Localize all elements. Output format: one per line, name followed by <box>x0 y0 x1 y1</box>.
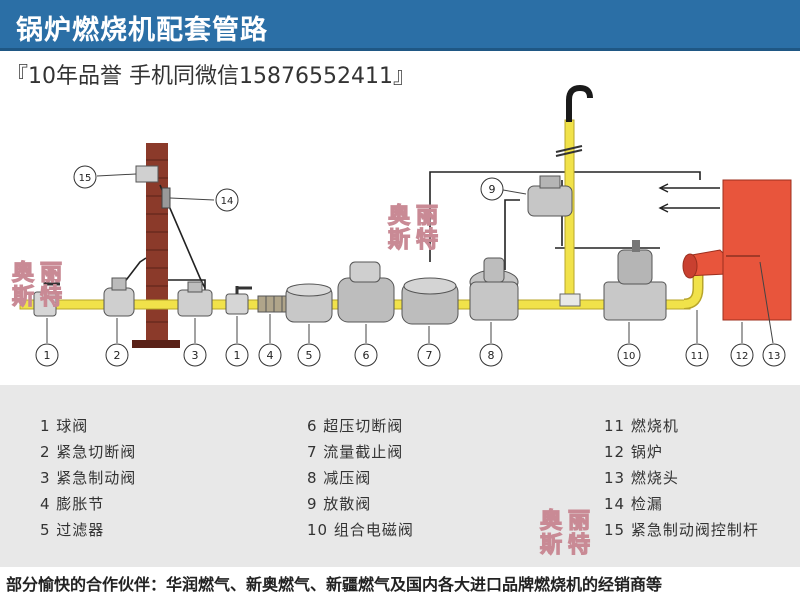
watermark: 奥丽 斯特 <box>387 204 445 253</box>
watermark-line: 斯特 <box>11 285 69 310</box>
title-banner: 锅炉燃烧机配套管路 <box>0 0 800 51</box>
callout-leaders <box>46 173 774 344</box>
overpressure-cutoff-valve <box>337 261 395 323</box>
watermark-line: 奥丽 <box>539 509 597 534</box>
callout-label: 12 <box>736 351 749 362</box>
legend-item: 13 燃烧头 <box>604 469 679 487</box>
flow-stop-valve <box>401 277 459 325</box>
callout-label: 10 <box>623 351 636 362</box>
ball-valve <box>225 286 252 315</box>
callouts: 1 2 3 1 4 5 6 7 8 10 11 12 13 9 14 15 <box>35 165 786 367</box>
legend-item: 9 放散阀 <box>307 495 372 513</box>
emergency-shutoff-valve <box>103 277 135 317</box>
legend-item: 2 紧急切断阀 <box>40 443 137 461</box>
watermark-line: 奥丽 <box>11 261 69 286</box>
callout-label: 13 <box>768 351 781 362</box>
emergency-brake-valve <box>177 281 213 317</box>
combination-solenoid-valve <box>603 240 667 321</box>
ball-valve-inlet <box>33 282 60 317</box>
callout-label: 9 <box>489 183 496 196</box>
watermark-line: 斯特 <box>539 533 597 558</box>
legend-item: 3 紧急制动阀 <box>40 469 137 487</box>
promo-text: 『10年品誉 手机同微信15876552411』 <box>6 64 415 89</box>
watermark: 奥丽 斯特 <box>539 509 597 558</box>
legend-item: 4 膨胀节 <box>40 495 105 513</box>
pipeline-diagram: 1 2 3 1 4 5 6 7 8 10 11 12 13 9 14 15 <box>19 84 792 367</box>
watermark: 奥丽 斯特 <box>11 261 69 310</box>
leak-detector <box>161 187 171 209</box>
callout-label: 15 <box>79 173 92 184</box>
legend-item: 15 紧急制动阀控制杆 <box>604 521 759 539</box>
page-title: 锅炉燃烧机配套管路 <box>16 15 268 46</box>
legend-item: 11 燃烧机 <box>604 417 679 435</box>
watermark-line: 斯特 <box>387 228 445 253</box>
air-inlet-arrows <box>658 183 720 213</box>
watermark-line: 奥丽 <box>387 204 445 229</box>
legend-item: 8 减压阀 <box>307 469 372 487</box>
legend-panel: 1 球阀 2 紧急切断阀 3 紧急制动阀 4 膨胀节 5 过滤器 6 超压切断阀… <box>0 385 800 567</box>
pressure-reducing-valve <box>469 257 519 321</box>
callout-label: 8 <box>488 349 495 362</box>
legend-item: 12 锅炉 <box>604 443 663 461</box>
control-lever-box <box>135 165 159 183</box>
legend-item: 7 流量截止阀 <box>307 443 404 461</box>
legend-item: 10 组合电磁阀 <box>307 521 414 539</box>
partners-footer: 部分愉快的合作伙伴：华润燃气、新奥燃气、新疆燃气及国内各大进口品牌燃烧机的经销商… <box>6 575 663 594</box>
callout-label: 3 <box>192 349 199 362</box>
callout-label: 11 <box>691 351 704 362</box>
legend-item: 6 超压切断阀 <box>307 417 404 435</box>
callout-label: 14 <box>221 196 234 207</box>
legend-item: 5 过滤器 <box>40 521 105 539</box>
gas-filter <box>285 283 333 323</box>
callout-label: 6 <box>363 349 370 362</box>
legend-column-3: 11 燃烧机 12 锅炉 13 燃烧头 14 检漏 15 紧急制动阀控制杆 <box>604 413 759 543</box>
callout-label: 1 <box>44 349 51 362</box>
callout-label: 5 <box>306 349 313 362</box>
callout-label: 7 <box>426 349 433 362</box>
burner <box>682 249 727 279</box>
legend-item: 14 检漏 <box>604 495 663 513</box>
legend-column-1: 1 球阀 2 紧急切断阀 3 紧急制动阀 4 膨胀节 5 过滤器 <box>40 413 136 543</box>
callout-label: 1 <box>234 349 241 362</box>
callout-label: 2 <box>114 349 121 362</box>
legend-column-2: 6 超压切断阀 7 流量截止阀 8 减压阀 9 放散阀 10 组合电磁阀 <box>307 413 414 543</box>
callout-label: 4 <box>267 349 274 362</box>
boiler <box>722 179 792 321</box>
legend-item: 1 球阀 <box>40 417 89 435</box>
relief-valve <box>527 175 573 217</box>
